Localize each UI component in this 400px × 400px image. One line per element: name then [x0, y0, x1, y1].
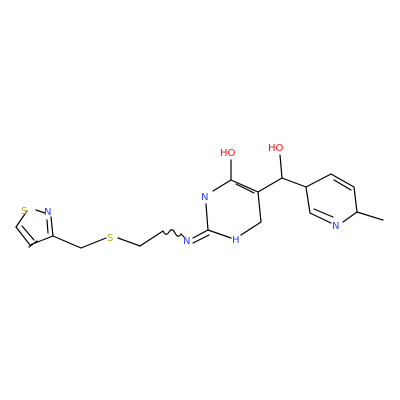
- atom-sulfur-ring: S: [21, 206, 27, 217]
- atom-hydrogen-n1: H: [232, 235, 240, 246]
- atom-labels: S N S N N H HO HO N: [21, 143, 339, 247]
- thioether-chain: [52, 229, 185, 249]
- carbinol-linker: [257, 154, 307, 193]
- atom-hydroxyl-ring: HO: [220, 148, 236, 159]
- atom-nitrogen-pyridine: N: [332, 221, 339, 232]
- pyrimidine-ring: [205, 159, 262, 239]
- atom-nitrogen-ring: N: [44, 207, 51, 218]
- atom-hydroxyl-side: HO: [268, 143, 284, 154]
- atom-nitrogen-imine: N: [183, 236, 190, 247]
- atom-nitrogen-n3: N: [201, 192, 208, 203]
- atom-sulfur-chain: S: [107, 233, 113, 244]
- wavy-bond: [162, 229, 185, 238]
- isothiazole-ring: [15, 209, 54, 248]
- pyridine-ring: [305, 173, 384, 224]
- imine-bond: [192, 229, 210, 244]
